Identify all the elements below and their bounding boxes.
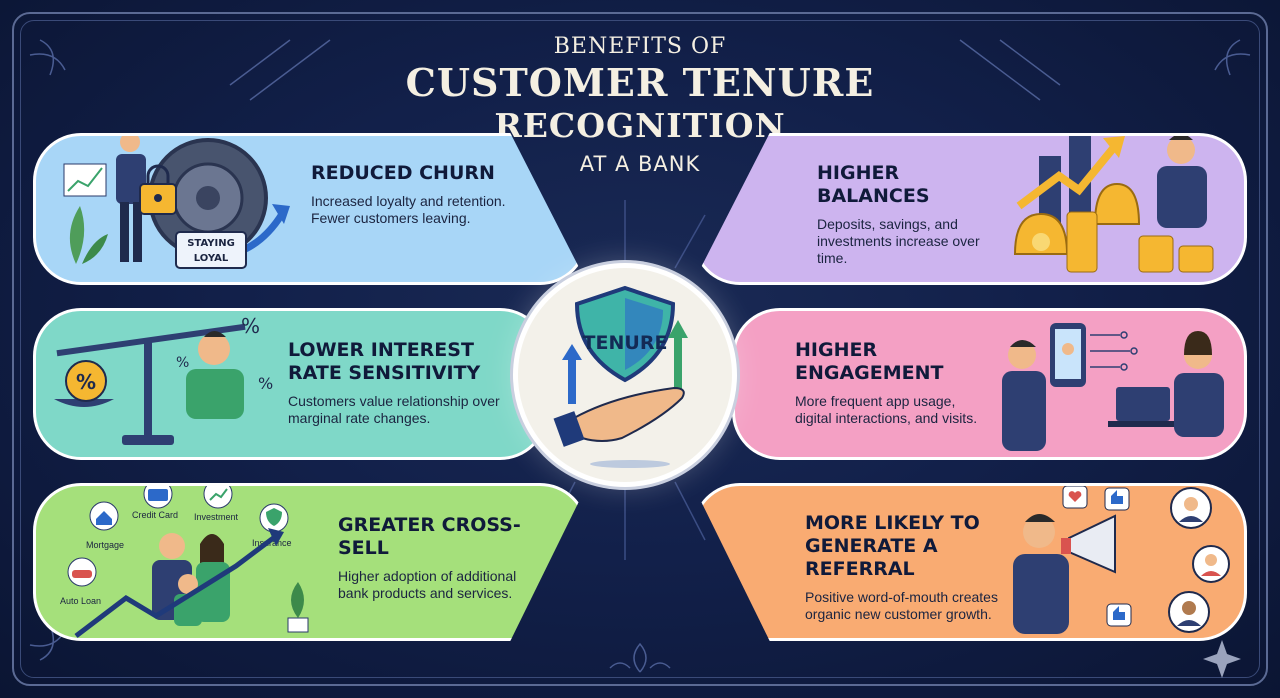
- person-icon: [1013, 514, 1069, 634]
- benefit-description: Customers value relationship over margin…: [288, 393, 500, 426]
- product-label: Mortgage: [86, 540, 124, 550]
- benefit-description: More frequent app usage, digital interac…: [795, 393, 978, 426]
- balances-illustration: [1013, 136, 1214, 273]
- benefit-title: HIGHER ENGAGEMENT: [795, 339, 944, 384]
- person-icon: [1157, 136, 1207, 228]
- bar-chart-icon: [1039, 136, 1091, 226]
- benefit-description: Increased loyalty and retention. Fewer c…: [311, 193, 506, 226]
- badge-line-1: STAYING: [187, 238, 235, 249]
- plant-icon: [287, 582, 309, 633]
- shield-check-icon: [259, 503, 289, 533]
- benefit-description: Positive word-of-mouth creates organic n…: [805, 589, 998, 622]
- phone-icon: [1050, 323, 1086, 387]
- money-bag-icon: [1013, 182, 1141, 255]
- benefit-title: GREATER CROSS-SELL: [338, 514, 521, 559]
- shield-icon: [574, 285, 676, 383]
- churn-illustration: STAYING LOYAL: [63, 136, 290, 269]
- benefit-text: HIGHER BALANCES Deposits, savings, and i…: [817, 162, 1007, 267]
- avatar-icon: [1168, 487, 1230, 633]
- svg-text:%: %: [241, 314, 260, 338]
- benefit-text: GREATER CROSS-SELL Higher adoption of ad…: [338, 514, 538, 602]
- svg-text:%: %: [176, 355, 189, 371]
- heart-icon: [1062, 486, 1088, 509]
- title-line-1: BENEFITS OF: [553, 34, 727, 59]
- megaphone-icon: [1061, 514, 1116, 574]
- benefit-text: MORE LIKELY TO GENERATE A REFERRAL Posit…: [805, 512, 1005, 623]
- benefit-reduced-churn: STAYING LOYAL REDUCED CHURN Increased lo…: [33, 133, 588, 285]
- tenure-hub: TENURE: [513, 263, 737, 487]
- benefit-referral: MORE LIKELY TO GENERATE A REFERRAL Posit…: [692, 483, 1247, 641]
- product-label: Insurance: [252, 538, 292, 548]
- signal-lines: [1090, 331, 1138, 371]
- vault-icon: [148, 138, 268, 258]
- investment-chart-icon: [203, 486, 233, 509]
- referral-illustration: [1013, 486, 1230, 634]
- staying-loyal-badge: STAYING LOYAL: [175, 231, 247, 269]
- credit-card-icon: [143, 486, 173, 509]
- outer-border: [12, 12, 1268, 686]
- benefit-higher-engagement: HIGHER ENGAGEMENT More frequent app usag…: [732, 308, 1247, 460]
- benefit-lower-rate-sensitivity: % % % % LOWER INTEREST RATE SENSITIVITY …: [33, 308, 548, 460]
- cross-sell-illustration: Mortgage Credit Card Investment Insuranc…: [60, 486, 309, 638]
- percent-icon: % % % %: [65, 314, 273, 402]
- title-line-2: CUSTOMER TENURE: [405, 60, 875, 105]
- up-arrows-icon: [562, 320, 688, 404]
- house-icon: [89, 501, 119, 531]
- benefit-higher-balances: HIGHER BALANCES Deposits, savings, and i…: [692, 133, 1247, 285]
- product-label: Credit Card: [132, 510, 178, 520]
- benefit-text: LOWER INTEREST RATE SENSITIVITY Customer…: [288, 339, 528, 427]
- svg-text:%: %: [258, 374, 273, 393]
- growth-arrow-icon: [74, 528, 284, 638]
- badge-line-2: LOYAL: [194, 253, 229, 264]
- sparkle-icon: [1203, 640, 1241, 678]
- inner-border: [20, 20, 1260, 678]
- benefit-title: REDUCED CHURN: [311, 162, 495, 184]
- laptop-icon: [1108, 387, 1178, 427]
- rate-illustration: % % % %: [54, 314, 273, 445]
- tenure-label: TENURE: [582, 332, 668, 354]
- person-icon: [116, 136, 146, 262]
- person-icon: [186, 331, 244, 419]
- chart-icon: [63, 163, 107, 197]
- arrow-up-icon: [1016, 136, 1125, 210]
- benefit-text: REDUCED CHURN Increased loyalty and rete…: [311, 162, 511, 227]
- svg-text:%: %: [76, 370, 96, 394]
- benefit-title: LOWER INTEREST RATE SENSITIVITY: [288, 339, 481, 384]
- tenure-illustration: [553, 285, 688, 468]
- benefit-title: HIGHER BALANCES: [817, 162, 930, 207]
- benefit-greater-cross-sell: Mortgage Credit Card Investment Insuranc…: [33, 483, 588, 641]
- engagement-illustration: [1002, 323, 1224, 451]
- benefit-title: MORE LIKELY TO GENERATE A REFERRAL: [805, 512, 980, 580]
- benefit-text: HIGHER ENGAGEMENT More frequent app usag…: [795, 339, 995, 427]
- plant-icon: [69, 206, 108, 264]
- car-icon: [67, 557, 97, 587]
- person-icon: [1002, 340, 1046, 451]
- title-line-4: AT A BANK: [579, 152, 701, 176]
- benefit-description: Higher adoption of additional bank produ…: [338, 568, 517, 601]
- scale-icon: [54, 323, 246, 445]
- benefit-description: Deposits, savings, and investments incre…: [817, 216, 980, 266]
- lock-icon: [139, 164, 177, 215]
- title-line-3: RECOGNITION: [494, 106, 786, 145]
- hand-icon: [553, 386, 685, 447]
- coin-stack-icon: [1066, 211, 1214, 273]
- bank-teller-icon: [1174, 331, 1224, 437]
- product-label: Investment: [194, 512, 239, 522]
- thumbs-up-icon: [1104, 487, 1132, 627]
- product-label: Auto Loan: [60, 596, 101, 606]
